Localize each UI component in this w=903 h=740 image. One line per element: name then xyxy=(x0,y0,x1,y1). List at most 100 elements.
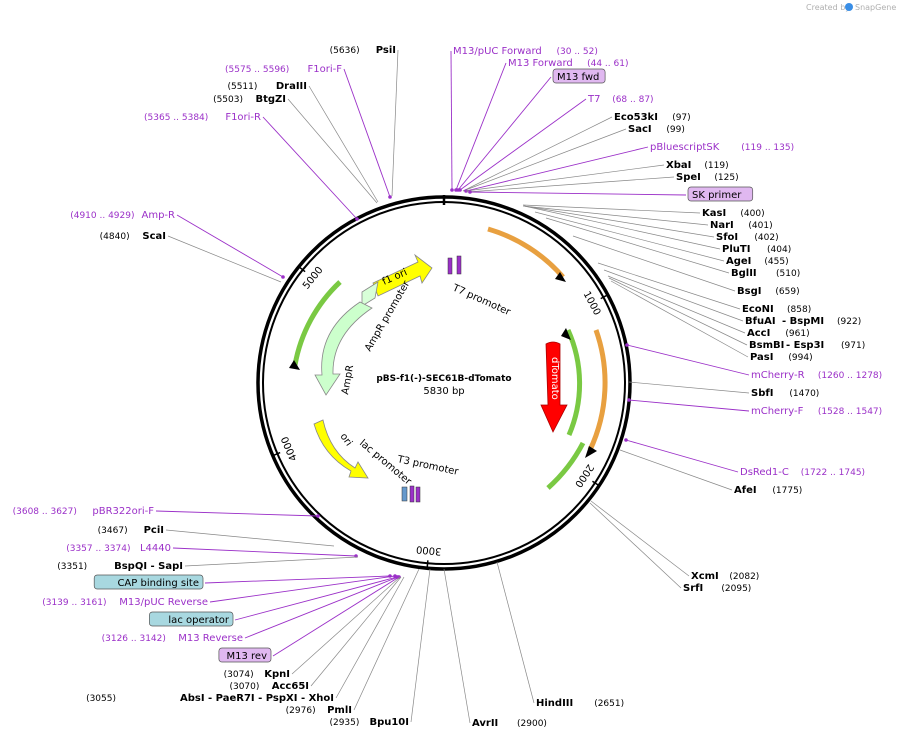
enzyme-name: ScaI xyxy=(142,231,166,242)
primer-name: pBR322ori-F xyxy=(92,506,154,517)
dtomato-feature xyxy=(540,341,568,433)
lac-operator-mark xyxy=(401,486,408,502)
leader-line xyxy=(457,76,552,191)
enzyme-name: BfuAI xyxy=(745,316,776,327)
primer-range: (1260 .. 1278) xyxy=(818,371,882,381)
leader-line xyxy=(523,205,715,238)
ampr-label: AmpR xyxy=(340,364,356,395)
leader-line xyxy=(626,344,750,376)
leader-line xyxy=(335,576,405,699)
enzyme-position: (402) xyxy=(754,233,778,243)
enzyme-position: (3055) xyxy=(86,694,116,704)
leader-line xyxy=(459,98,587,191)
primer-name: M13 Forward xyxy=(508,58,573,69)
leader-line xyxy=(343,68,391,198)
leader-line xyxy=(172,547,357,557)
t7-promoter-mark xyxy=(456,255,462,275)
leader-line xyxy=(165,529,335,547)
leader-line xyxy=(308,85,379,203)
enzyme-name: SfoI xyxy=(716,232,738,243)
leader-line xyxy=(466,176,675,193)
leader-line xyxy=(176,214,284,278)
enzyme-name: XcmI xyxy=(691,571,719,582)
leader-line xyxy=(603,269,744,322)
enzyme-name: BspQI - SapI xyxy=(114,561,183,572)
tick-mark xyxy=(298,266,306,273)
enzyme-name: AfeI xyxy=(734,485,757,496)
snapgene-logo-icon xyxy=(845,3,853,11)
leader-line xyxy=(572,235,736,292)
enzyme-name: BtgZI xyxy=(255,94,286,105)
enzyme-name: KasI xyxy=(702,208,726,219)
enzyme-name: - Esp3I xyxy=(786,340,824,351)
created-by-text: Created by xyxy=(806,3,850,12)
feature-arc-green-3 xyxy=(292,280,342,366)
ampr-feature xyxy=(314,301,373,396)
primer-range: (3608 .. 3627) xyxy=(13,507,77,517)
enzyme-name: Acc65I xyxy=(272,681,309,692)
feature-box xyxy=(149,611,234,627)
primer-box xyxy=(552,68,606,84)
leader-line xyxy=(496,561,535,704)
tick-label: 2000 xyxy=(572,462,595,489)
enzyme-position: (2900) xyxy=(517,719,547,729)
tick-mark xyxy=(600,294,609,300)
enzyme-name: PmlI xyxy=(327,705,352,716)
primer-range: (5365 .. 5384) xyxy=(144,113,208,123)
primer-name: F1ori-R xyxy=(225,112,261,123)
leader-line xyxy=(155,510,319,517)
primer-site-mark xyxy=(627,398,631,402)
enzyme-position: (971) xyxy=(841,341,865,351)
feature-box-label: M13 rev xyxy=(227,651,268,662)
arc-arrowhead xyxy=(289,360,300,370)
primer-site-mark xyxy=(355,217,359,221)
f1-ori-feature xyxy=(372,253,433,297)
feature-box xyxy=(93,574,204,590)
leader-line xyxy=(522,205,709,226)
primer-box-label: M13 fwd xyxy=(557,72,599,83)
enzyme-position: (5511) xyxy=(227,82,257,92)
enzyme-position: (3351) xyxy=(57,562,87,572)
leader-line xyxy=(291,576,401,675)
leader-line xyxy=(522,204,701,214)
enzyme-name: NarI xyxy=(710,220,734,231)
tick-mark xyxy=(592,480,600,487)
plasmid-name: pBS-f1(-)-SEC61B-dTomato xyxy=(376,374,511,384)
leader-line xyxy=(625,439,739,473)
primer-name: M13/pUC Reverse xyxy=(119,597,208,608)
enzyme-name: Bpu10I xyxy=(369,717,409,728)
enzyme-name: BglII xyxy=(731,268,757,279)
leader-line xyxy=(628,381,750,394)
primer-name: M13/pUC Forward xyxy=(453,46,542,57)
leader-line xyxy=(597,262,741,310)
feature-arc-orange-1 xyxy=(487,226,565,279)
primer-name: pBluescriptSK xyxy=(650,142,720,153)
primer-box-label: SK primer xyxy=(692,190,742,201)
tick-mark xyxy=(426,560,429,569)
leader-line xyxy=(608,277,748,346)
arc-arrowhead xyxy=(561,328,571,340)
ori-feature xyxy=(313,419,369,479)
t3-promoter-mark xyxy=(409,485,415,503)
leader-line xyxy=(443,568,471,724)
enzyme-position: (2976) xyxy=(286,706,316,716)
enzyme-name: SrfI xyxy=(683,583,703,594)
leader-line xyxy=(590,500,690,577)
enzyme-name: PluTI xyxy=(722,244,750,255)
feature-box xyxy=(218,647,272,663)
leader-line xyxy=(272,576,400,657)
enzyme-position: (2095) xyxy=(721,584,751,594)
leader-line xyxy=(619,449,733,491)
leader-line xyxy=(410,568,431,723)
enzyme-name: SacI xyxy=(628,124,652,135)
primer-site-mark xyxy=(316,514,320,518)
enzyme-position: (858) xyxy=(787,305,811,315)
enzyme-position: (3074) xyxy=(224,670,254,680)
primer-site-mark xyxy=(281,275,285,279)
site-labels: M13/pUC Forward(30 .. 52)M13 Forward(44 … xyxy=(13,45,883,729)
enzyme-name: PciI xyxy=(144,525,164,536)
enzyme-name: SbfI xyxy=(751,388,773,399)
leader-line xyxy=(462,116,613,192)
primer-range: (3357 .. 3374) xyxy=(66,544,130,554)
